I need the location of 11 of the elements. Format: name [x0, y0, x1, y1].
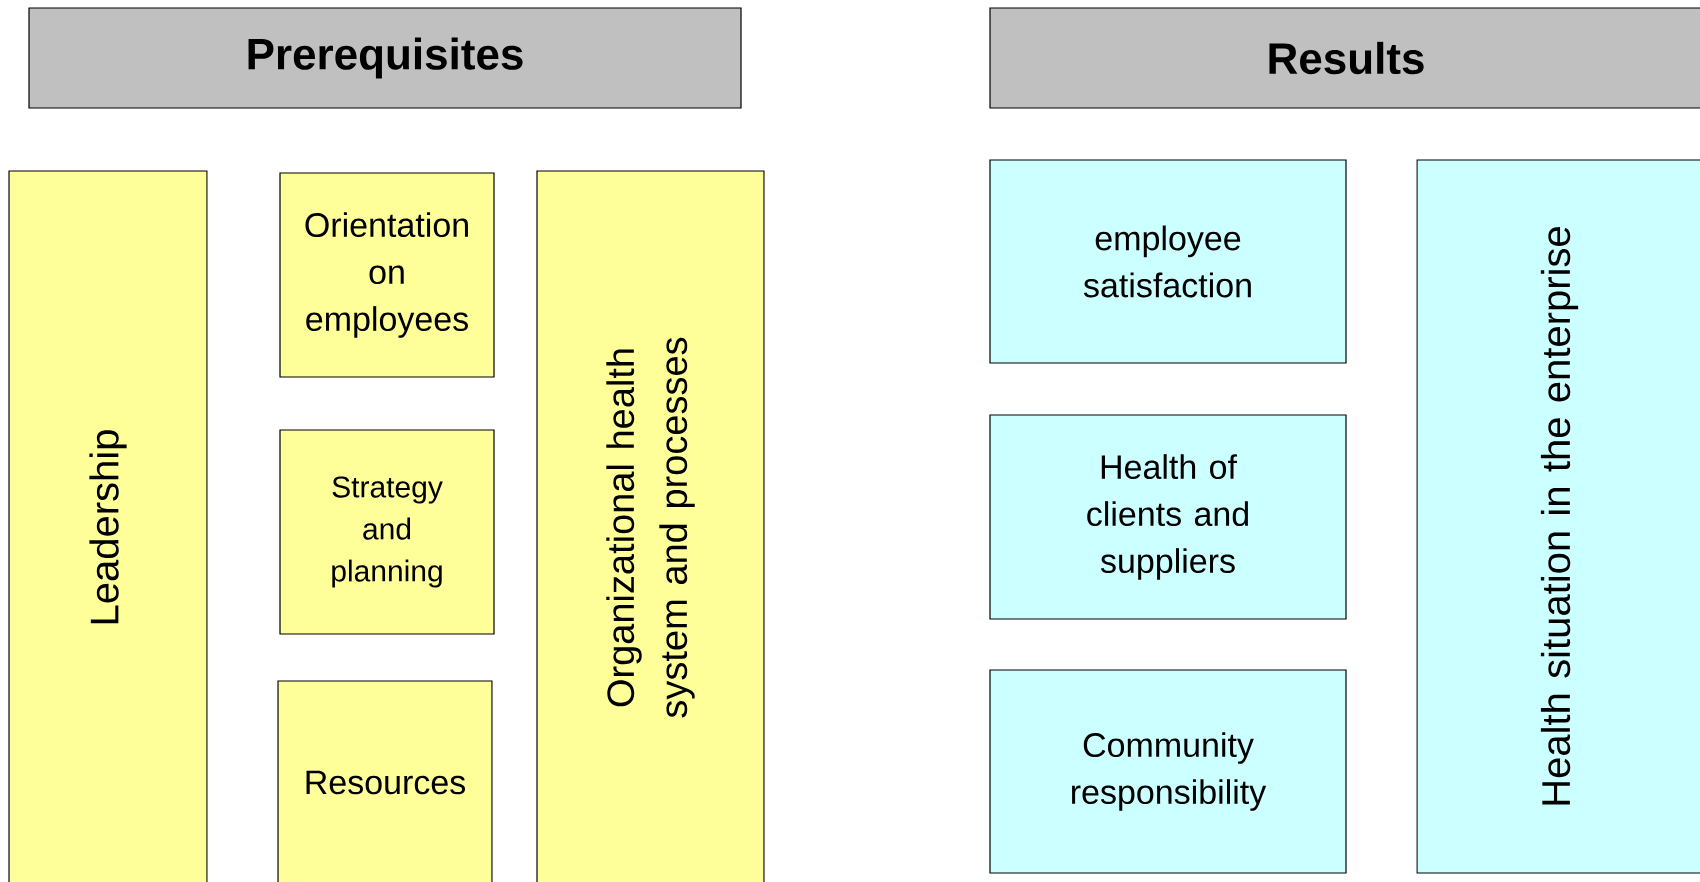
- category-box: Orientation on employees: [279, 172, 495, 378]
- result-box: Community responsibility: [989, 669, 1347, 874]
- result-box: Health situation in the enterprise: [1416, 159, 1700, 874]
- category-box: Resources: [277, 680, 493, 882]
- header-bar: Prerequisites: [28, 7, 742, 109]
- result-box: employee satisfaction: [989, 159, 1347, 364]
- header-bar: Results: [989, 7, 1700, 109]
- category-box: Leadership: [8, 170, 208, 882]
- category-box: Strategy and planning: [279, 429, 495, 635]
- category-box: Organizational health system and processes: [536, 170, 765, 882]
- result-box: Health of clients and suppliers: [989, 414, 1347, 620]
